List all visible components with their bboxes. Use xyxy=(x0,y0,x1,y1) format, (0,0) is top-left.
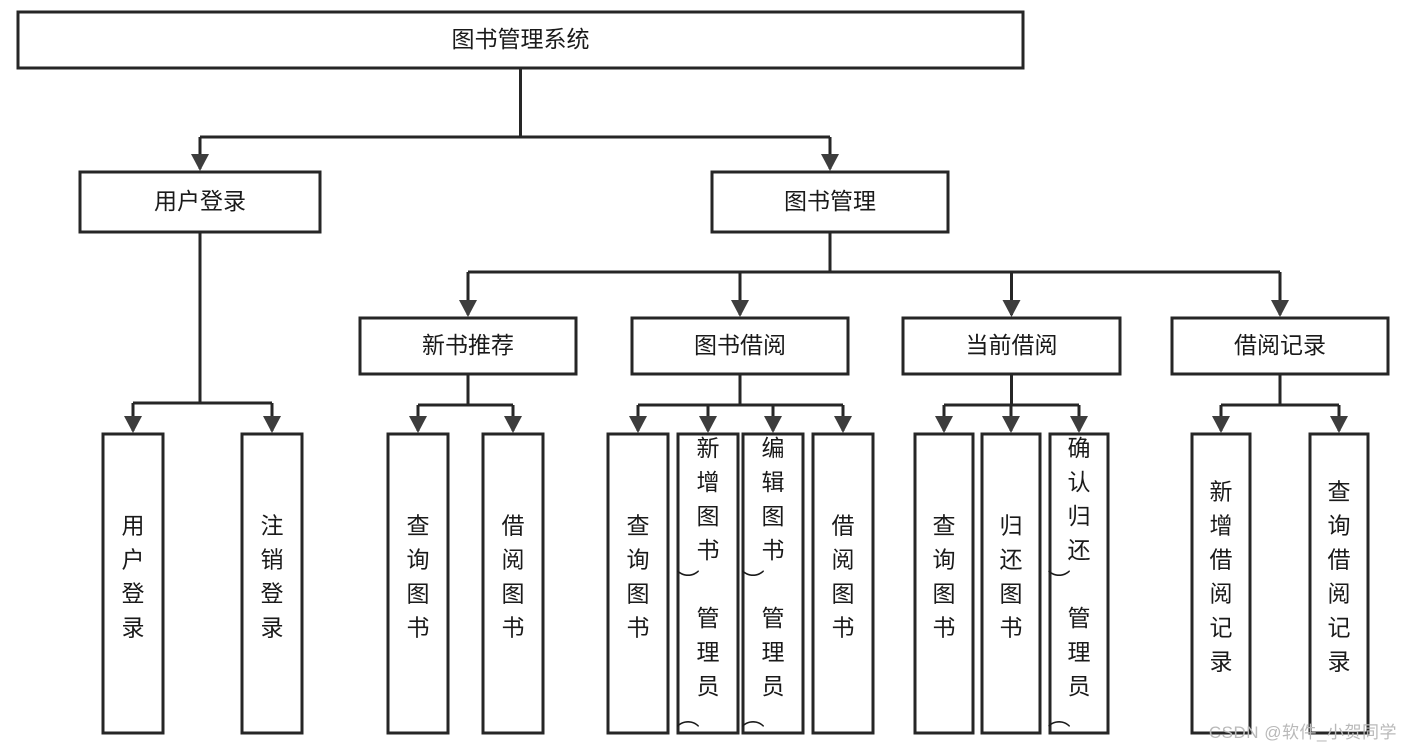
node-label-leaf-query-book-1: 查询图书 xyxy=(407,513,430,641)
node-box-leaf-query-book-1[interactable] xyxy=(386,432,450,735)
watermark-text: CSDN @软件_小贺同学 xyxy=(1208,723,1397,742)
node-box-borrow-record[interactable] xyxy=(1170,316,1390,376)
node-box-leaf-borrow-book-1[interactable] xyxy=(481,432,545,735)
node-label-current-borrow: 当前借阅 xyxy=(966,332,1058,358)
node-leaf-add-record[interactable]: 新增借阅记录 xyxy=(1190,432,1252,735)
arrow-head-icon xyxy=(834,416,852,433)
arrow-head-icon xyxy=(1330,416,1348,433)
arrow-head-icon xyxy=(629,416,647,433)
arrow-head-icon xyxy=(124,416,142,433)
arrow-head-icon xyxy=(263,416,281,433)
node-label-book-manage: 图书管理 xyxy=(784,188,876,214)
arrow-head-icon xyxy=(821,154,839,171)
node-leaf-edit-book[interactable]: 编辑图书（管理员） xyxy=(741,432,805,735)
node-leaf-query-book-1[interactable]: 查询图书 xyxy=(386,432,450,735)
node-label-leaf-borrow-book-2: 借阅图书 xyxy=(832,513,855,641)
node-label-root: 图书管理系统 xyxy=(452,26,590,52)
node-label-leaf-query-book-2: 查询图书 xyxy=(627,513,650,641)
node-box-leaf-user-login[interactable] xyxy=(101,432,165,735)
node-box-leaf-add-record[interactable] xyxy=(1190,432,1252,735)
connector-layer xyxy=(124,68,1348,433)
node-box-leaf-logout[interactable] xyxy=(240,432,304,735)
node-leaf-query-record[interactable]: 查询借阅记录 xyxy=(1308,432,1370,735)
node-leaf-borrow-book-2[interactable]: 借阅图书 xyxy=(811,432,875,735)
arrow-head-icon xyxy=(191,154,209,171)
node-user-login[interactable]: 用户登录 xyxy=(78,170,322,234)
node-root[interactable]: 图书管理系统 xyxy=(16,10,1025,70)
arrow-head-icon xyxy=(1002,300,1021,317)
node-box-user-login[interactable] xyxy=(78,170,322,234)
node-label-leaf-return-book: 归还图书 xyxy=(1000,513,1023,641)
arrow-head-icon xyxy=(731,300,749,317)
node-new-book-recommend[interactable]: 新书推荐 xyxy=(358,316,578,376)
node-box-book-manage[interactable] xyxy=(710,170,950,234)
node-box-leaf-query-record[interactable] xyxy=(1308,432,1370,735)
node-label-leaf-user-login: 用户登录 xyxy=(122,513,145,641)
node-label-leaf-add-book: 新增图书（管理员） xyxy=(676,435,720,728)
node-label-leaf-query-book-3: 查询图书 xyxy=(933,513,956,641)
node-box-root[interactable] xyxy=(16,10,1025,70)
arrow-head-icon xyxy=(504,416,522,433)
node-box-leaf-return-book[interactable] xyxy=(980,432,1042,735)
node-label-new-book-recommend: 新书推荐 xyxy=(422,332,514,358)
node-label-leaf-borrow-book-1: 借阅图书 xyxy=(502,513,525,641)
node-box-current-borrow[interactable] xyxy=(901,316,1122,376)
arrow-head-icon xyxy=(1212,416,1230,433)
node-box-leaf-borrow-book-2[interactable] xyxy=(811,432,875,735)
node-label-leaf-edit-book: 编辑图书（管理员） xyxy=(741,435,785,728)
arrow-head-icon xyxy=(1002,416,1020,433)
node-leaf-borrow-book-1[interactable]: 借阅图书 xyxy=(481,432,545,735)
node-book-borrow[interactable]: 图书借阅 xyxy=(630,316,850,376)
node-borrow-record[interactable]: 借阅记录 xyxy=(1170,316,1390,376)
arrow-head-icon xyxy=(1271,300,1289,317)
node-leaf-user-login[interactable]: 用户登录 xyxy=(101,432,165,735)
node-label-leaf-confirm-return: 确认归还（管理员） xyxy=(1047,435,1091,728)
node-box-leaf-query-book-3[interactable] xyxy=(913,432,975,735)
arrow-head-icon xyxy=(699,416,717,433)
node-label-book-borrow: 图书借阅 xyxy=(694,332,786,358)
arrow-head-icon xyxy=(935,416,953,433)
node-leaf-logout[interactable]: 注销登录 xyxy=(240,432,304,735)
arrow-head-icon xyxy=(1070,416,1088,433)
node-box-leaf-confirm-return[interactable] xyxy=(1048,432,1110,735)
node-box-leaf-edit-book[interactable] xyxy=(741,432,805,735)
node-label-borrow-record: 借阅记录 xyxy=(1234,332,1326,358)
node-box-leaf-add-book[interactable] xyxy=(676,432,740,735)
node-leaf-return-book[interactable]: 归还图书 xyxy=(980,432,1042,735)
node-current-borrow[interactable]: 当前借阅 xyxy=(901,316,1122,376)
arrow-head-icon xyxy=(764,416,782,433)
node-box-leaf-query-book-2[interactable] xyxy=(606,432,670,735)
arrow-head-icon xyxy=(409,416,427,433)
node-box-new-book-recommend[interactable] xyxy=(358,316,578,376)
node-layer: 图书管理系统用户登录图书管理新书推荐图书借阅当前借阅借阅记录用户登录注销登录查询… xyxy=(16,10,1390,735)
node-leaf-query-book-2[interactable]: 查询图书 xyxy=(606,432,670,735)
node-label-leaf-logout: 注销登录 xyxy=(261,513,284,641)
node-leaf-confirm-return[interactable]: 确认归还（管理员） xyxy=(1047,432,1110,735)
node-book-manage[interactable]: 图书管理 xyxy=(710,170,950,234)
node-label-leaf-add-record: 新增借阅记录 xyxy=(1210,479,1233,675)
node-leaf-add-book[interactable]: 新增图书（管理员） xyxy=(676,432,740,735)
node-label-leaf-query-record: 查询借阅记录 xyxy=(1328,479,1351,675)
node-box-book-borrow[interactable] xyxy=(630,316,850,376)
arrow-head-icon xyxy=(459,300,477,317)
node-leaf-query-book-3[interactable]: 查询图书 xyxy=(913,432,975,735)
node-label-user-login: 用户登录 xyxy=(154,188,246,214)
